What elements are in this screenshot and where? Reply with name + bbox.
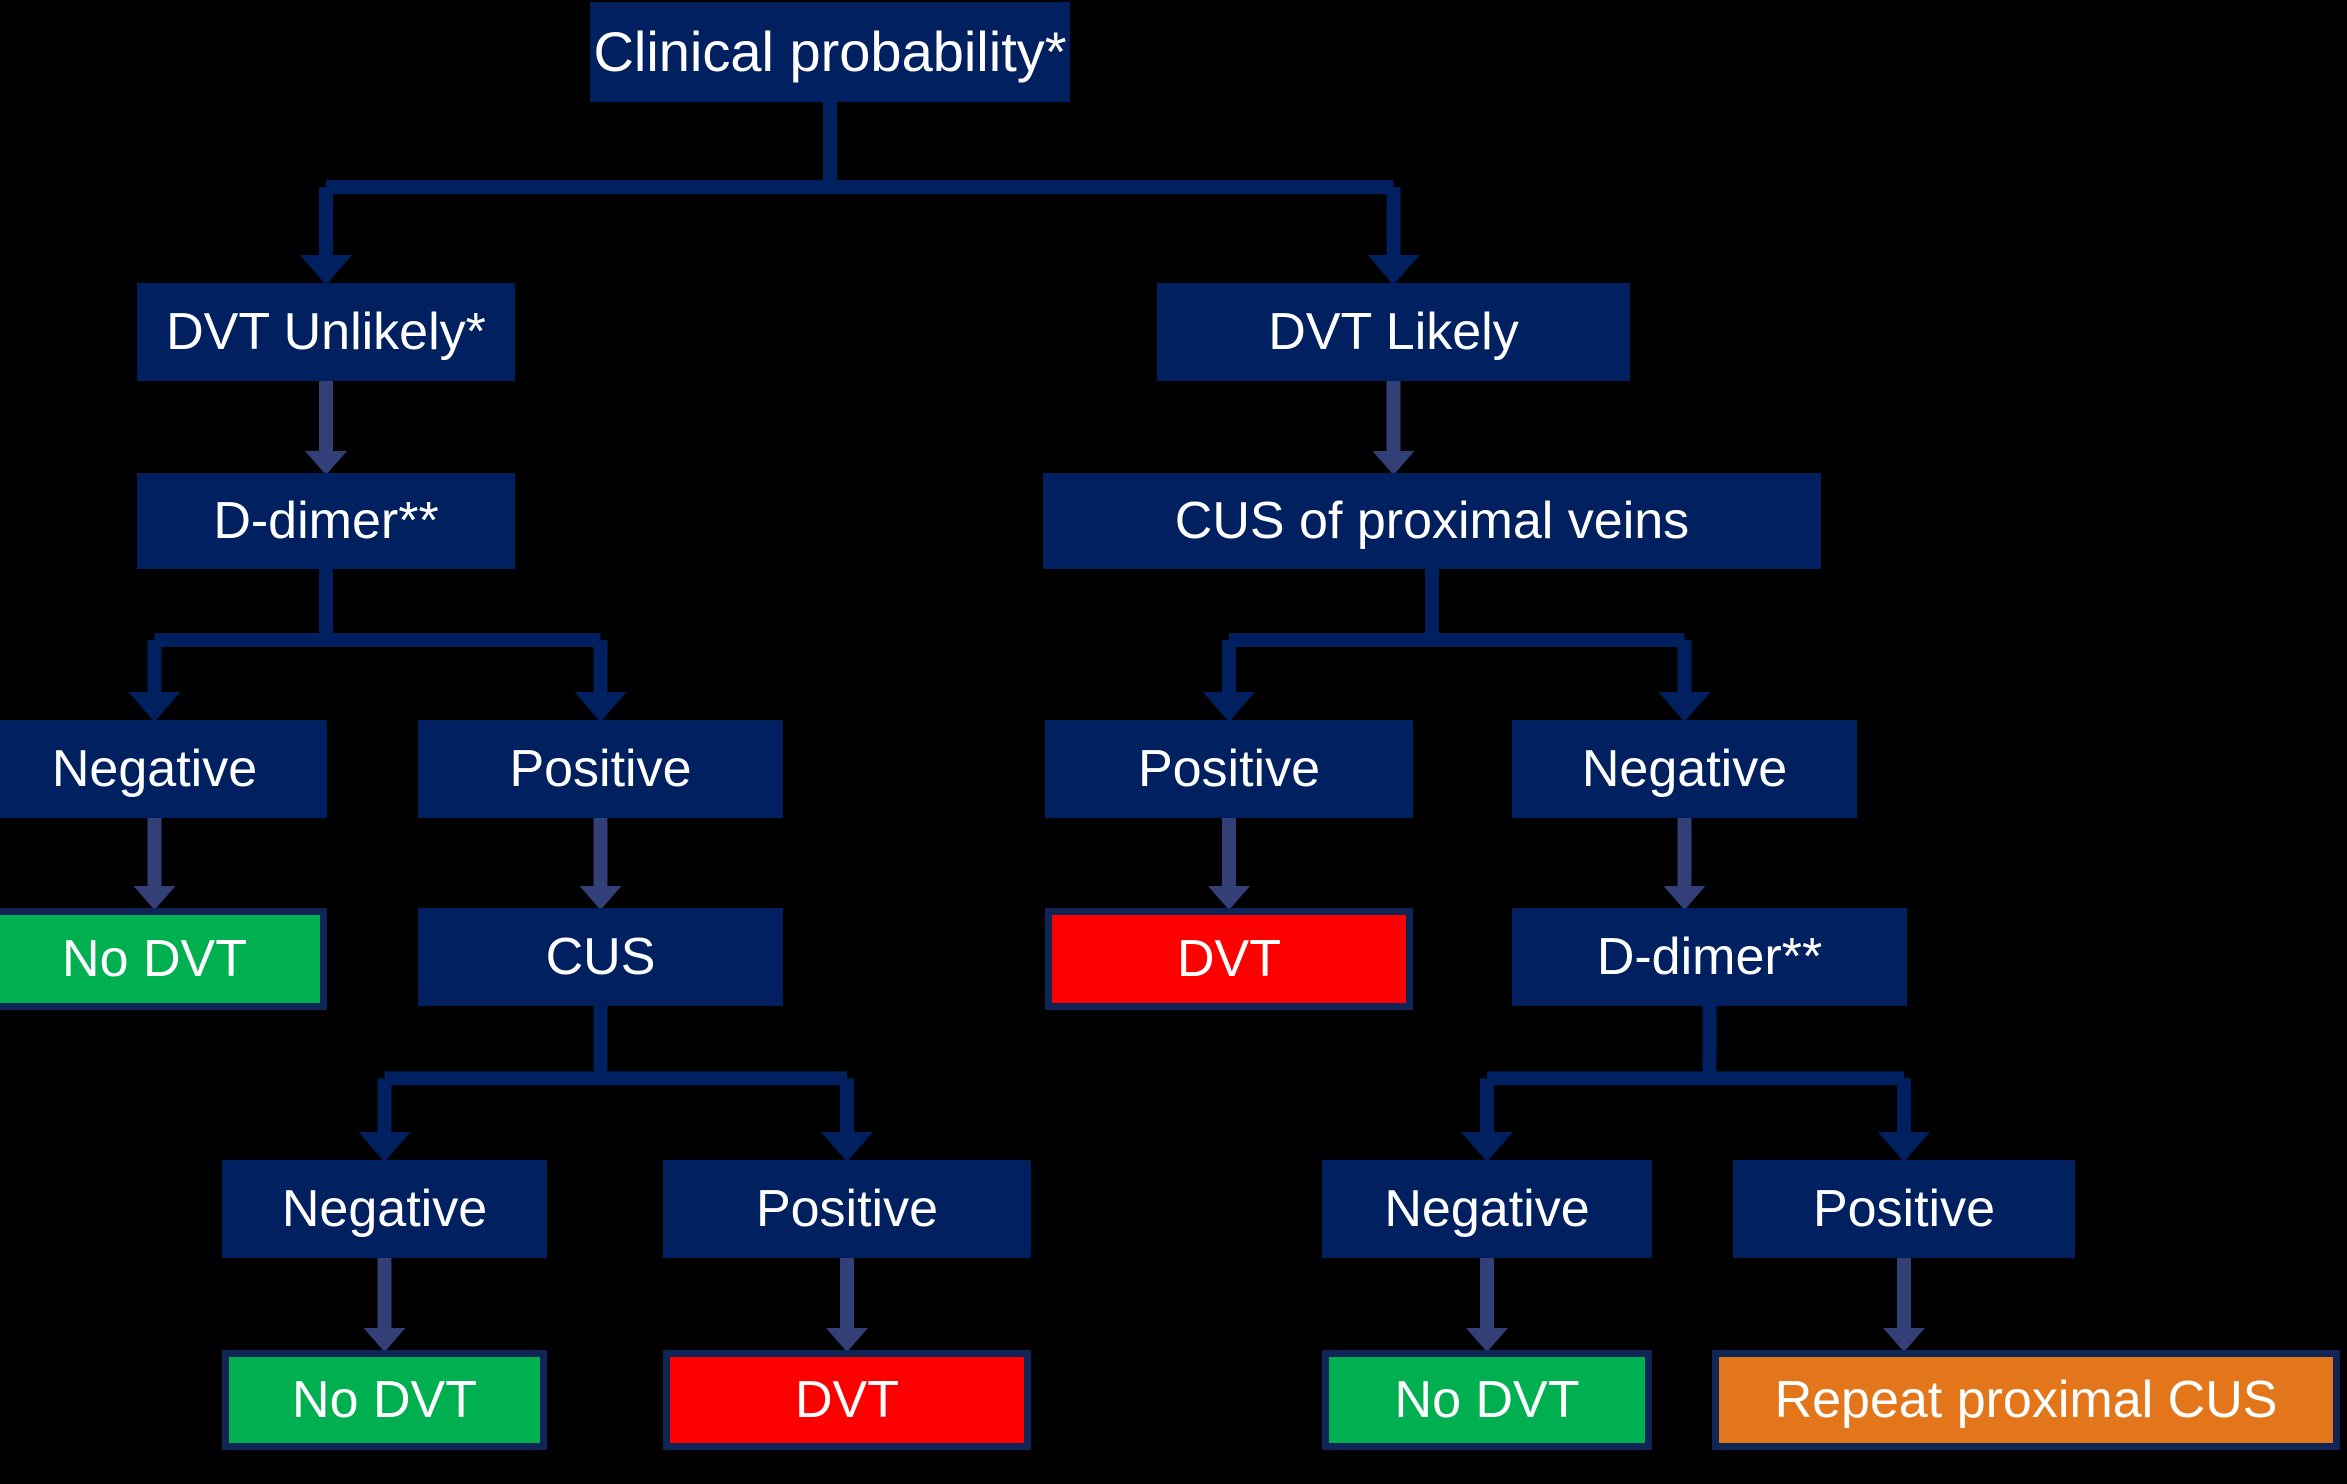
arrowhead-pos2-to-dvt2 xyxy=(826,1328,868,1352)
node-label-dvt-2: DVT xyxy=(795,1371,899,1429)
node-dvt-likely: DVT Likely xyxy=(1157,283,1630,381)
arrowhead-clinical-to-branches-0 xyxy=(300,255,352,285)
node-label-clinical-probability: Clinical probability* xyxy=(593,20,1067,83)
node-dvt-unlikely: DVT Unlikely* xyxy=(137,283,515,381)
node-label-no-dvt-3: No DVT xyxy=(1394,1371,1580,1429)
arrowhead-unlikely-to-ddimer xyxy=(305,451,347,475)
node-label-dvt-1: DVT xyxy=(1177,930,1281,988)
node-label-d-dimer-positive: Positive xyxy=(509,740,692,798)
node-cus-negative-2: Negative xyxy=(222,1160,547,1258)
node-cus-positive-2: Positive xyxy=(663,1160,1031,1258)
arrowhead-neg-to-nodvt1 xyxy=(133,886,176,910)
node-d-dimer-left: D-dimer** xyxy=(137,473,515,569)
node-label-d-dimer-negative-2: Negative xyxy=(1384,1180,1590,1238)
arrowhead-ddimerright-to-results-1 xyxy=(1878,1132,1930,1162)
node-label-cus-negative: Negative xyxy=(1581,740,1788,798)
node-cus: CUS xyxy=(418,908,783,1006)
node-label-d-dimer-left: D-dimer** xyxy=(213,492,439,550)
arrowhead-cusprox-to-results-1 xyxy=(1658,692,1711,722)
node-label-cus: CUS xyxy=(545,928,656,986)
node-d-dimer-positive-2: Positive xyxy=(1733,1160,2075,1258)
node-label-no-dvt-2: No DVT xyxy=(292,1371,477,1429)
arrowhead-cusprox-to-results-0 xyxy=(1203,692,1255,722)
node-label-cus-negative-2: Negative xyxy=(281,1180,488,1238)
node-no-dvt-2: No DVT xyxy=(222,1350,547,1450)
node-d-dimer-right: D-dimer** xyxy=(1512,908,1907,1006)
node-repeat-proximal-cus: Repeat proximal CUS xyxy=(1712,1350,2340,1450)
arrowhead-cus-to-results-0 xyxy=(358,1132,411,1162)
node-label-dvt-unlikely: DVT Unlikely* xyxy=(166,303,486,361)
arrowhead-cuspos-to-dvt1 xyxy=(1208,886,1250,910)
arrowhead-ddimer-to-results-0 xyxy=(128,692,181,722)
node-dvt-1: DVT xyxy=(1045,908,1413,1010)
arrowhead-clinical-to-branches-1 xyxy=(1367,255,1420,285)
node-label-d-dimer-negative: Negative xyxy=(51,740,258,798)
node-label-dvt-likely: DVT Likely xyxy=(1268,303,1519,361)
arrowhead-cus-to-results-1 xyxy=(821,1132,873,1162)
node-cus-proximal-veins: CUS of proximal veins xyxy=(1043,473,1821,569)
node-no-dvt-1: No DVT xyxy=(0,908,327,1010)
arrowhead-neg3-to-nodvt3 xyxy=(1466,1328,1508,1352)
node-cus-negative: Negative xyxy=(1512,720,1857,818)
node-d-dimer-negative-2: Negative xyxy=(1322,1160,1652,1258)
node-cus-positive: Positive xyxy=(1045,720,1413,818)
arrowhead-neg2-to-nodvt2 xyxy=(363,1328,406,1352)
arrowhead-likely-to-cus xyxy=(1372,451,1415,475)
arrowhead-ddimer-to-results-1 xyxy=(574,692,627,722)
node-label-d-dimer-positive-2: Positive xyxy=(1812,1180,1996,1238)
arrowhead-pos3-to-repeat xyxy=(1883,1328,1925,1352)
node-label-cus-positive-2: Positive xyxy=(755,1180,939,1238)
arrowhead-ddimerright-to-results-0 xyxy=(1461,1132,1513,1162)
node-d-dimer-negative: Negative xyxy=(0,720,327,818)
node-label-repeat-proximal-cus: Repeat proximal CUS xyxy=(1774,1371,2278,1429)
node-dvt-2: DVT xyxy=(663,1350,1031,1450)
node-label-cus-proximal-veins: CUS of proximal veins xyxy=(1174,492,1690,550)
node-clinical-probability: Clinical probability* xyxy=(590,2,1070,102)
node-label-no-dvt-1: No DVT xyxy=(62,930,247,988)
node-no-dvt-3: No DVT xyxy=(1322,1350,1652,1450)
arrowhead-cusneg-to-ddimer xyxy=(1663,886,1706,910)
node-label-cus-positive: Positive xyxy=(1137,740,1321,798)
node-label-d-dimer-right: D-dimer** xyxy=(1596,928,1823,986)
arrowhead-pos-to-cus xyxy=(579,886,622,910)
node-d-dimer-positive: Positive xyxy=(418,720,783,818)
